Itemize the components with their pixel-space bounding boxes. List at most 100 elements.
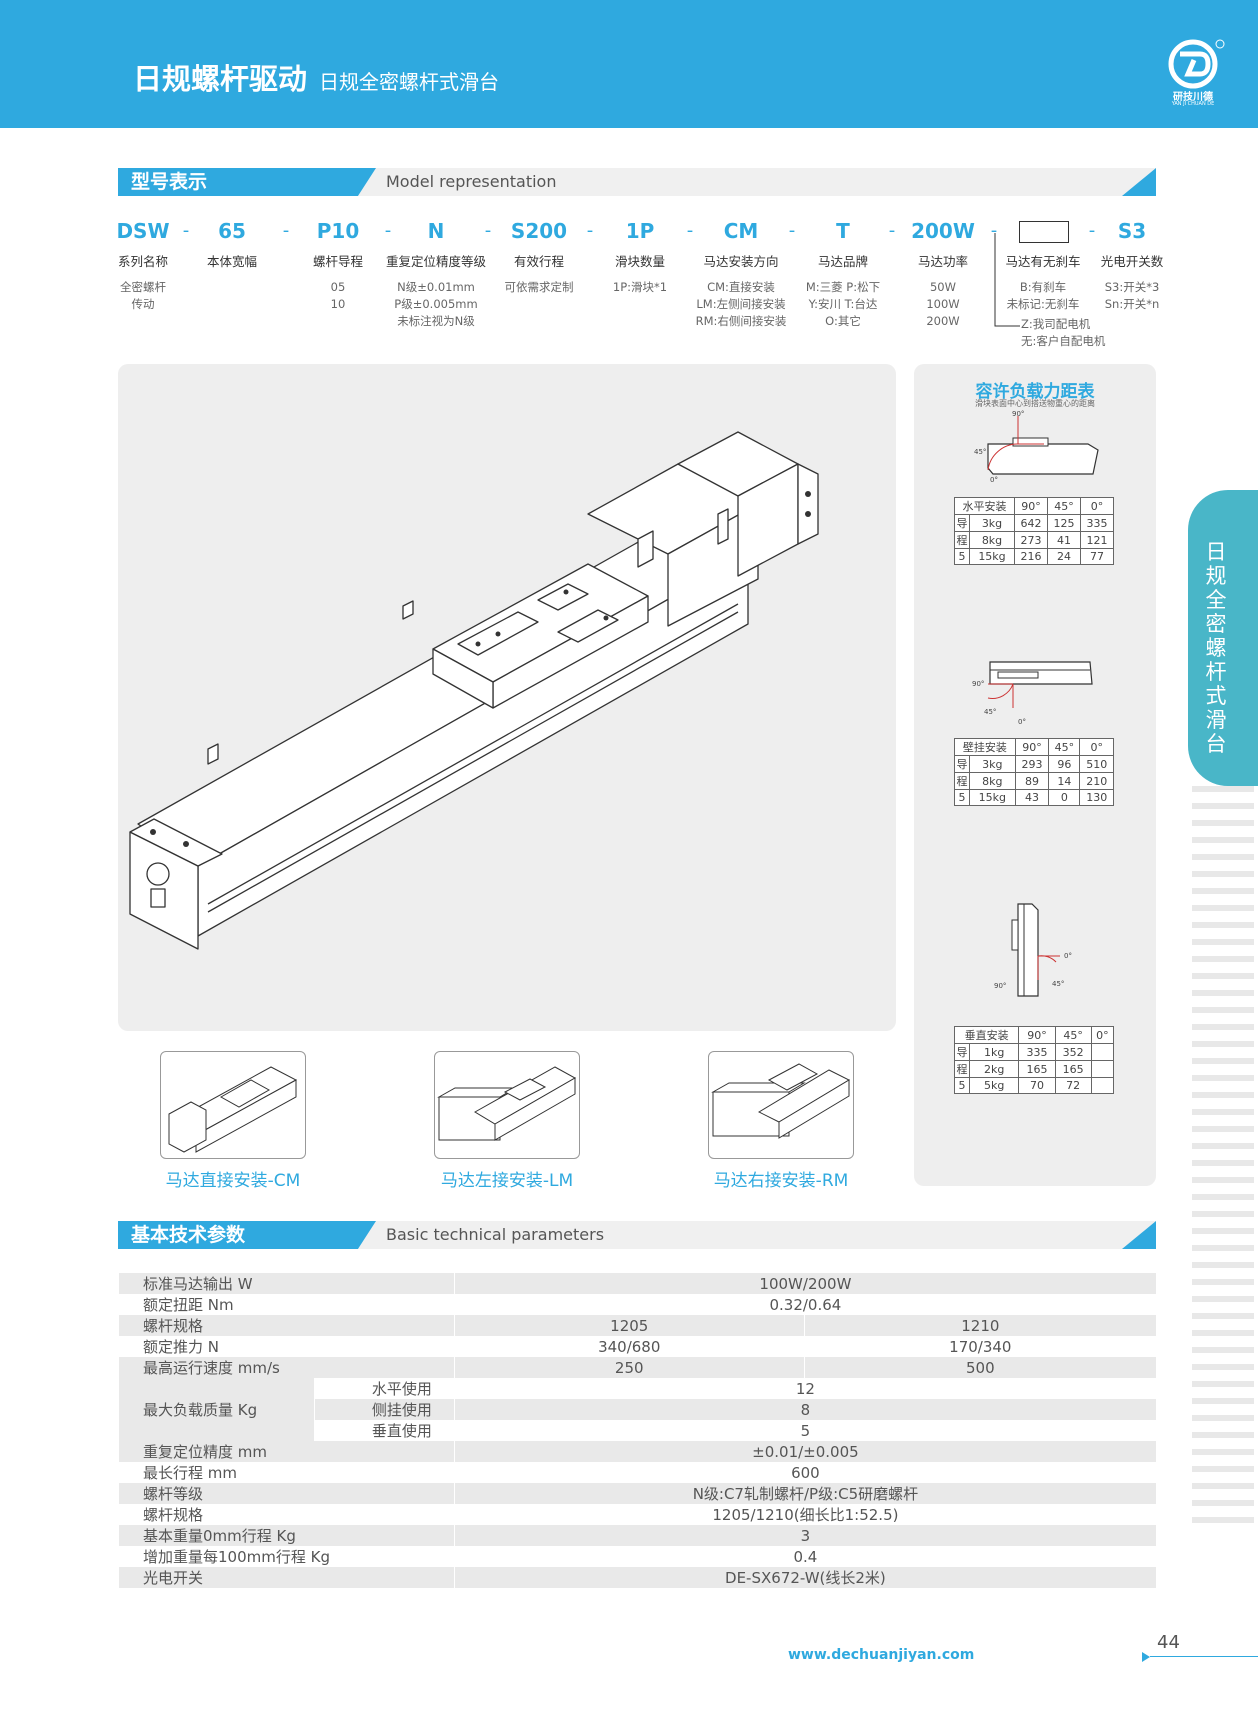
load-mount-name: 垂直安装 xyxy=(953,1026,1020,1044)
page-arrow-icon xyxy=(1142,1652,1150,1662)
spec-value: ±0.01/±0.005 xyxy=(453,1441,1156,1462)
section-tab-spec xyxy=(118,1221,376,1249)
spec-row: 基本重量0mm行程 Kg 3 xyxy=(118,1525,1156,1546)
load-angle: 90° xyxy=(1018,1026,1056,1044)
svg-text:0°: 0° xyxy=(1018,718,1026,726)
load-cell: 14 xyxy=(1048,772,1081,790)
spec-sublabel: 水平使用 xyxy=(313,1378,455,1399)
model-code-desc: 50W xyxy=(929,280,956,294)
model-code-desc: Y:安川 T:台达 xyxy=(808,297,878,311)
model-code-label: 系列名称 xyxy=(117,254,168,269)
load-cell: 510 xyxy=(1079,755,1114,773)
model-code: N xyxy=(427,219,445,243)
svg-text:45°: 45° xyxy=(984,708,996,716)
side-stripe xyxy=(1192,973,1254,979)
side-stripe xyxy=(1192,1194,1254,1200)
model-code-separator: - xyxy=(586,220,594,241)
spec-row: 增加重量每100mm行程 Kg 0.4 xyxy=(118,1546,1156,1567)
wall-mount-diagram: 90° 45° 0° xyxy=(972,661,1093,726)
svg-text:90°: 90° xyxy=(972,680,984,688)
motor-note-bracket xyxy=(994,233,1020,327)
svg-text:90°: 90° xyxy=(994,982,1006,990)
spec-value: N级:C7轧制螺杆/P级:C5研磨螺杆 xyxy=(453,1483,1156,1504)
side-stripe xyxy=(1192,854,1254,860)
load-mount-name: 壁挂安装 xyxy=(954,738,1016,756)
side-stripe xyxy=(1192,1211,1254,1217)
load-cell: 121 xyxy=(1080,531,1114,549)
load-cell: 5kg xyxy=(968,1077,1020,1094)
model-code: T xyxy=(836,219,850,243)
spec-label: 最高运行速度 mm/s xyxy=(118,1357,455,1378)
spec-value: 500 xyxy=(803,1357,1156,1378)
spec-label: 螺杆规格 xyxy=(118,1504,455,1525)
load-cell xyxy=(1090,1060,1115,1078)
linear-module-illustration xyxy=(129,431,819,950)
side-stripes xyxy=(1192,786,1254,1523)
logo-small-text: YAN JI CHUAN DE xyxy=(1171,101,1215,107)
page-title: 日规螺杆驱动 xyxy=(133,62,308,96)
model-code-label: 有效行程 xyxy=(513,254,564,269)
model-code-desc: Sn:开关*n xyxy=(1104,297,1160,311)
load-angle: 45° xyxy=(1047,497,1081,515)
spec-label: 螺杆规格 xyxy=(118,1315,455,1336)
side-stripe xyxy=(1192,871,1254,877)
spec-value: 1205 xyxy=(453,1315,805,1336)
svg-text:0°: 0° xyxy=(1064,952,1072,960)
section-subtitle-spec: Basic technical parameters xyxy=(386,1225,605,1244)
side-stripe xyxy=(1192,1500,1254,1506)
side-stripe xyxy=(1192,1347,1254,1353)
spec-value: 340/680 xyxy=(453,1336,805,1357)
svg-text:45°: 45° xyxy=(974,448,986,456)
spec-value: 250 xyxy=(453,1357,805,1378)
load-cell: 352 xyxy=(1054,1043,1092,1061)
section-title-spec: 基本技术参数 xyxy=(131,1224,246,1246)
model-code-separator: - xyxy=(282,220,290,241)
model-code-label: 马达有无刹车 xyxy=(1005,254,1081,269)
model-code-desc: M:三菱 P:松下 xyxy=(805,280,881,294)
side-stripe xyxy=(1192,939,1254,945)
model-code-desc: S3:开关*3 xyxy=(1104,280,1160,294)
model-code: 200W xyxy=(911,219,975,243)
model-code-label: 马达品牌 xyxy=(817,254,868,269)
model-code-desc: 10 xyxy=(330,297,346,311)
spec-row: 垂直使用 5 xyxy=(119,1420,1156,1441)
load-cell: 293 xyxy=(1014,755,1050,773)
spec-value: DE-SX672-W(线长2米) xyxy=(453,1567,1156,1588)
side-stripe xyxy=(1192,1126,1254,1132)
spec-label: 标准马达输出 W xyxy=(118,1273,455,1294)
side-stripe xyxy=(1192,1449,1254,1455)
spec-value: 1205/1210(细长比1:52.5) xyxy=(453,1504,1156,1525)
horizontal-mount-diagram: 90° 45° 0° xyxy=(974,410,1099,484)
spec-row: 螺杆规格 1205 1210 xyxy=(118,1315,1156,1336)
model-code: CM xyxy=(723,219,759,243)
model-code-desc: 全密螺杆 xyxy=(120,280,166,294)
side-stripe xyxy=(1192,888,1254,894)
model-code-desc: 05 xyxy=(330,280,346,294)
model-code-desc: RM:右侧间接安装 xyxy=(695,314,787,328)
side-stripe xyxy=(1192,1075,1254,1081)
section-subtitle-model: Model representation xyxy=(386,172,557,191)
side-stripe xyxy=(1192,1092,1254,1098)
load-side-label: 导 xyxy=(954,514,970,532)
side-stripe xyxy=(1192,1432,1254,1438)
company-logo-icon xyxy=(1168,39,1225,89)
load-angle: 0° xyxy=(1079,738,1114,756)
model-code-label: 螺杆导程 xyxy=(312,254,363,269)
spec-label: 额定推力 N xyxy=(118,1336,455,1357)
side-category-tab xyxy=(1188,490,1258,786)
model-code: S3 xyxy=(1117,219,1147,243)
spec-row: 标准马达输出 W 100W/200W xyxy=(118,1273,1156,1294)
load-cell: 165 xyxy=(1054,1060,1092,1078)
model-code-desc: 100W xyxy=(926,297,960,311)
spec-row: 最大负载质量 Kg 水平使用 12 xyxy=(118,1378,1156,1441)
spec-label: 最长行程 mm xyxy=(118,1462,455,1483)
website-url[interactable]: www.dechuanjiyan.com xyxy=(788,1647,975,1663)
spec-label: 基本重量0mm行程 Kg xyxy=(118,1525,455,1546)
load-cell: 96 xyxy=(1048,755,1081,773)
load-angle: 45° xyxy=(1048,738,1081,756)
